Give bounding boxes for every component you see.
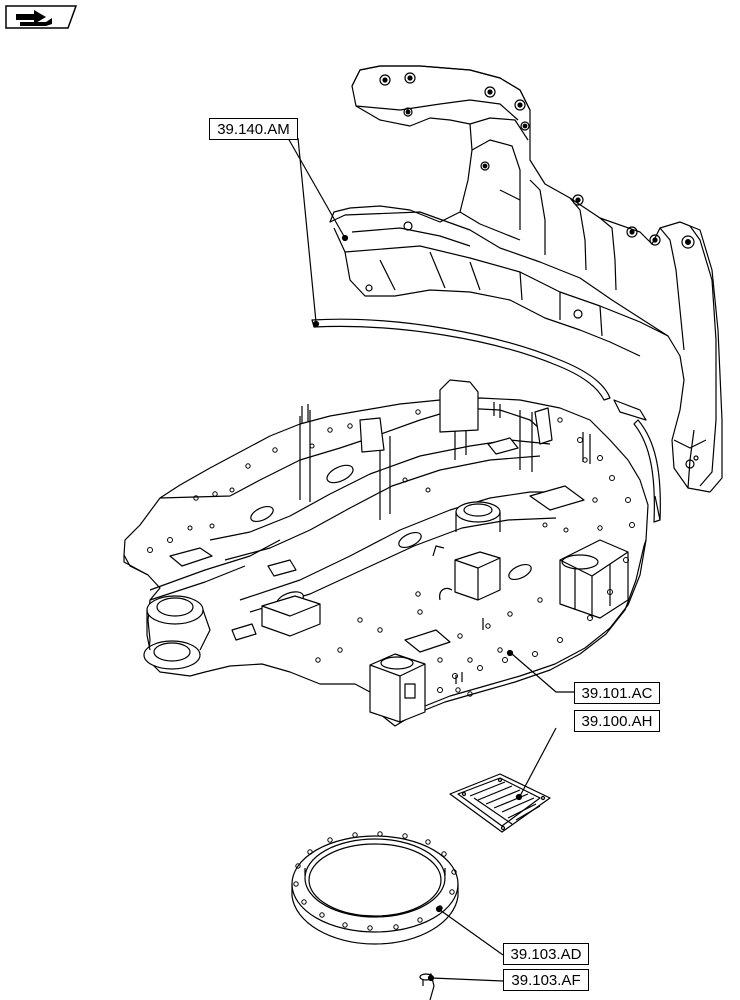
counterweight-bolt-hole xyxy=(572,194,584,206)
counterweight-bolt-hole xyxy=(379,74,391,86)
counterweight-bolt-hole xyxy=(365,284,373,292)
nav-arrow-badge[interactable] xyxy=(4,4,78,30)
counterweight-bolt-hole xyxy=(403,221,413,231)
boom-foot-bracket xyxy=(143,539,281,670)
counterweight-bolt-hole xyxy=(404,72,416,84)
counterweight-bolt-hole xyxy=(626,226,638,238)
callout-counterweight[interactable]: 39.140.AM xyxy=(209,118,298,140)
counterweight-bolt-hole xyxy=(403,107,413,117)
counterweight-bolt-hole xyxy=(693,455,699,461)
counterweight-bolt-hole xyxy=(685,459,695,469)
counterweight-drawing xyxy=(329,65,723,493)
counterweight-bolt-hole xyxy=(649,234,661,246)
slewing-ring-drawing xyxy=(291,831,459,945)
cover-plate-drawing xyxy=(449,773,551,833)
callout-slewing-ring[interactable]: 39.103.AD xyxy=(503,943,589,965)
upper-frame-drawing xyxy=(123,379,649,727)
frame-hole-pattern xyxy=(147,409,635,697)
counterweight-bolt-hole xyxy=(480,161,490,171)
center-bracket xyxy=(439,551,501,601)
callout-upper-frame[interactable]: 39.101.AC xyxy=(574,682,660,704)
counterweight-bolt-hole xyxy=(484,86,496,98)
leader-lines xyxy=(287,137,574,982)
counterweight-bolt-hole xyxy=(520,121,530,131)
counterweight-bolt-hole xyxy=(681,235,695,249)
front-support-box xyxy=(369,653,426,723)
counterweight-bolt-hole xyxy=(514,99,526,111)
right-mounting-box xyxy=(559,539,629,619)
callout-cover-plate[interactable]: 39.100.AH xyxy=(574,710,660,732)
rubber-seal-strips xyxy=(311,318,661,523)
counterweight-bolt-hole xyxy=(573,309,583,319)
arrow-right-icon xyxy=(16,10,52,26)
callout-bolt[interactable]: 39.103.AF xyxy=(503,969,589,991)
